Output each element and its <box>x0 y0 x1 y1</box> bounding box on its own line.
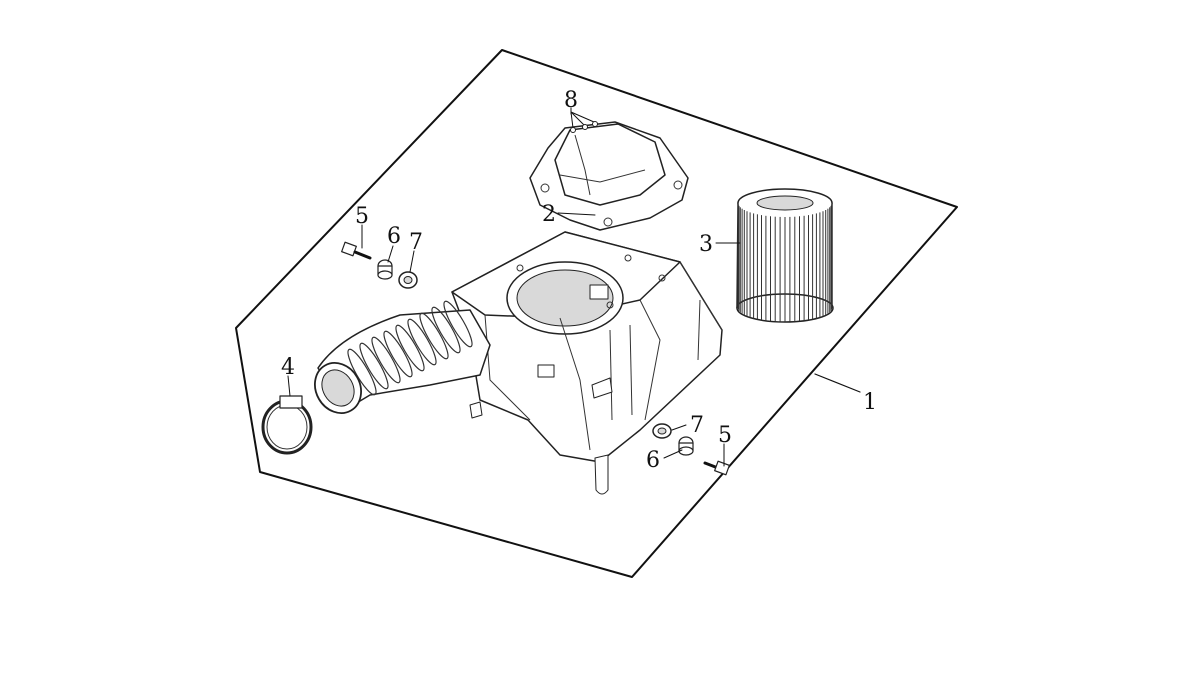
callout-7-upper: 7 <box>409 230 423 255</box>
airbox-cover-part <box>529 121 689 231</box>
assembly-boundary <box>235 49 958 578</box>
duct-rib <box>359 342 389 390</box>
intake-duct-part <box>314 300 491 414</box>
callout-6-upper: 6 <box>387 224 401 249</box>
callout-5-upper: 5 <box>355 204 369 229</box>
callout-7-lower: 7 <box>690 413 704 438</box>
duct-rib <box>407 318 437 366</box>
duct-rib <box>431 306 461 354</box>
grommet-lower-part <box>652 423 672 439</box>
callout-2: 2 <box>542 202 556 227</box>
air-filter-element-part <box>736 188 834 323</box>
duct-ribs <box>347 300 473 396</box>
callout-4: 4 <box>281 355 295 380</box>
sleeve-upper-part <box>377 259 393 280</box>
hose-clamp-part <box>261 395 313 455</box>
callout-3: 3 <box>699 232 713 257</box>
screws-part <box>570 111 598 133</box>
duct-rib <box>395 324 425 372</box>
duct-rib <box>383 330 413 378</box>
leader-lines <box>287 107 861 467</box>
duct-rib <box>371 336 401 384</box>
grommet-upper-part <box>398 271 418 289</box>
callout-6-lower: 6 <box>646 448 660 473</box>
bolt-lower-part <box>703 460 730 476</box>
bolt-upper-part <box>341 241 372 260</box>
sleeve-lower-part <box>678 436 694 456</box>
callout-8: 8 <box>564 88 578 113</box>
filter-pleats <box>737 203 833 322</box>
airbox-housing-part <box>451 231 723 495</box>
duct-rib <box>443 300 473 348</box>
callout-1: 1 <box>863 390 877 415</box>
callout-5-lower: 5 <box>718 423 732 448</box>
callout-numbers: 8 2 3 5 6 7 4 1 7 6 5 <box>281 88 877 473</box>
duct-rib <box>419 312 449 360</box>
